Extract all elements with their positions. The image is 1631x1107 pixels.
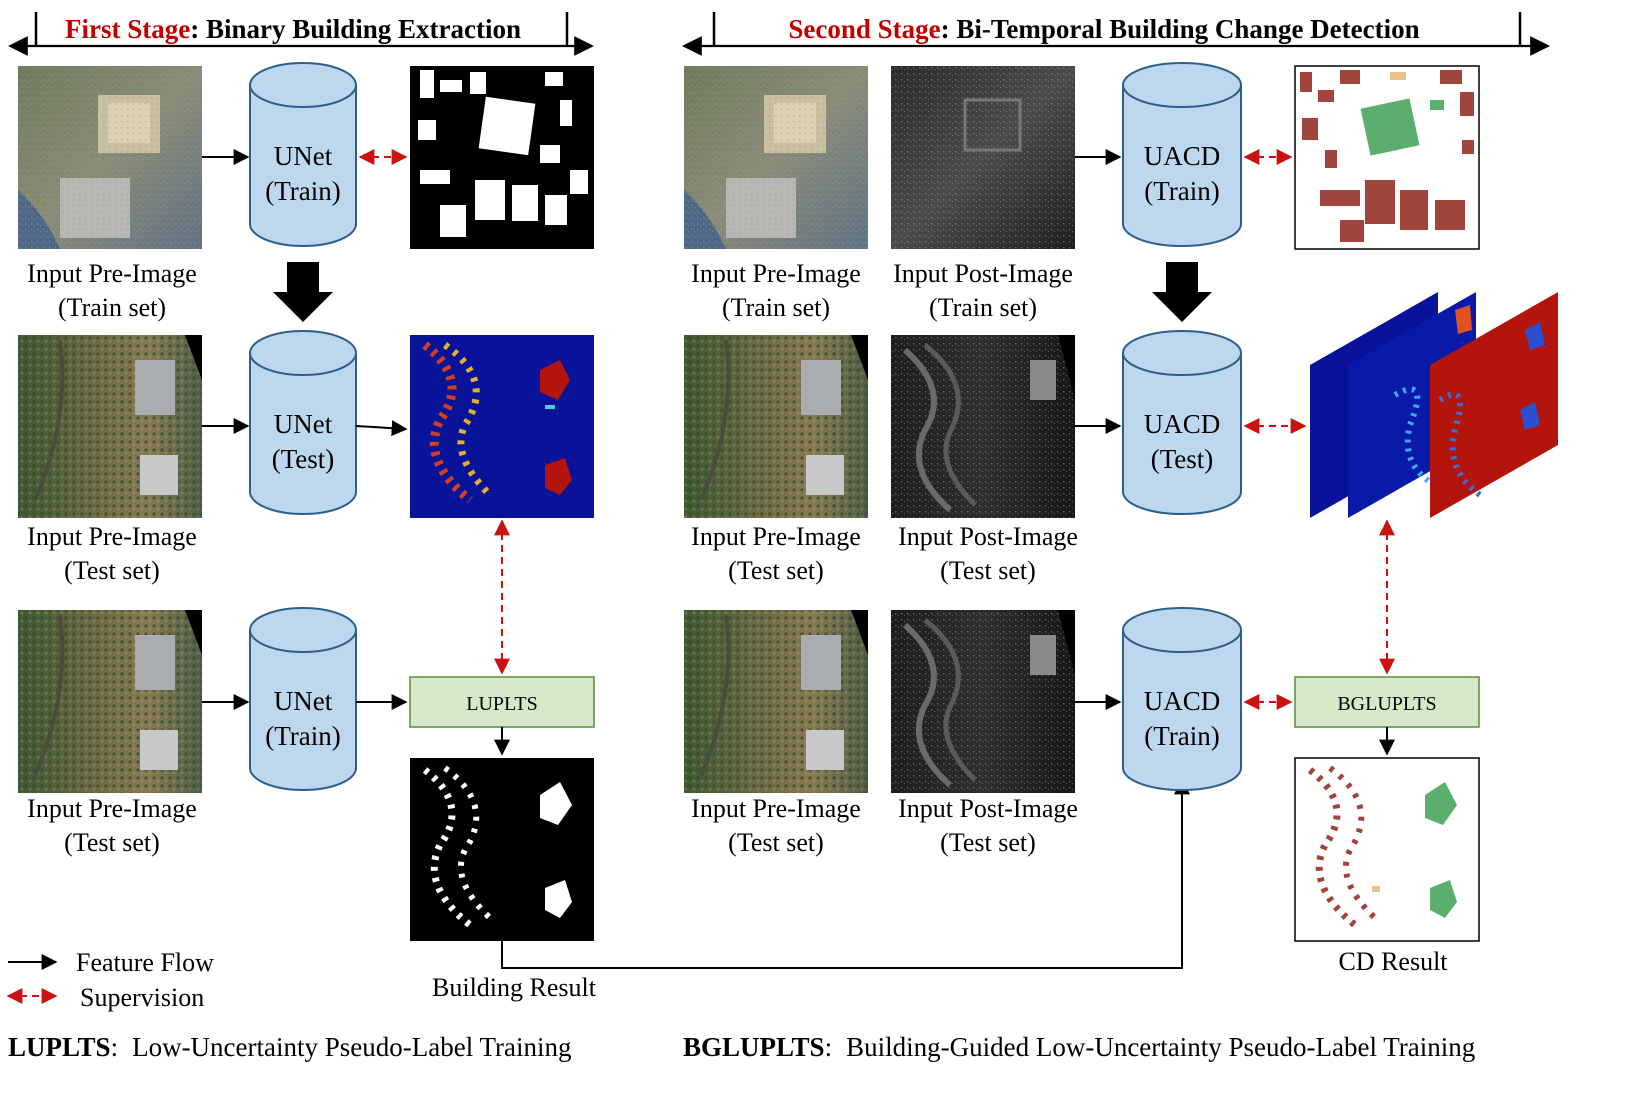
s2-pre-image-test-bottom-caption: Input Pre-Image (Test set) xyxy=(691,794,861,857)
svg-text:Second Stage: Bi-Temporal Buil: Second Stage: Bi-Temporal Building Chang… xyxy=(788,14,1419,44)
stage1-down-arrow xyxy=(273,262,333,322)
svg-text:Input Post-Image: Input Post-Image xyxy=(898,522,1078,551)
svg-text:Input Pre-Image: Input Pre-Image xyxy=(691,259,861,288)
uacd-train-bottom-mode: (Train) xyxy=(1144,721,1220,751)
legend-supervision-label: Supervision xyxy=(80,983,204,1012)
s1-binary-label-train xyxy=(410,66,594,249)
svg-text:Input Pre-Image: Input Pre-Image xyxy=(691,522,861,551)
svg-text:LUPLTS:Low-Uncertainty Pseudo-: LUPLTS:Low-Uncertainty Pseudo-Label Trai… xyxy=(8,1032,572,1062)
s2-change-label-train xyxy=(1294,65,1480,250)
definition-luplts: LUPLTS:Low-Uncertainty Pseudo-Label Trai… xyxy=(8,1032,572,1062)
svg-text:(Test set): (Test set) xyxy=(940,556,1036,585)
unet-test-cylinder: UNet (Test) xyxy=(249,330,357,515)
unet-train-bottom-cylinder: UNet (Train) xyxy=(249,607,357,791)
definition-bgluplts: BGLUPLTS:Building-Guided Low-Uncertainty… xyxy=(683,1032,1475,1062)
s1-pre-image-test xyxy=(18,335,202,518)
bgluplts-box: BGLUPLTS xyxy=(1294,676,1480,728)
svg-text:Input Post-Image: Input Post-Image xyxy=(898,794,1078,823)
svg-text:Input Pre-Image: Input Pre-Image xyxy=(27,522,197,551)
unet-train-top-mode: (Train) xyxy=(265,176,341,206)
stage2-down-arrow xyxy=(1152,262,1212,322)
svg-text:(Test set): (Test set) xyxy=(64,828,160,857)
uacd-test-mode: (Test) xyxy=(1151,444,1214,474)
svg-text:BGLUPLTS: BGLUPLTS xyxy=(1337,693,1436,715)
s1-pre-image-train xyxy=(18,66,202,249)
svg-text:(Train set): (Train set) xyxy=(722,293,830,322)
svg-text:(Train set): (Train set) xyxy=(58,293,166,322)
s2-post-image-test-bottom-caption: Input Post-Image (Test set) xyxy=(898,794,1078,857)
unet-train-bottom-name: UNet xyxy=(274,686,333,716)
stage1-title-rest: : Binary Building Extraction xyxy=(190,14,521,44)
s2-heatmap-stack xyxy=(1310,292,1558,518)
s1-pre-image-test-caption: Input Pre-Image (Test set) xyxy=(27,522,197,585)
svg-text:First Stage: Binary Building E: First Stage: Binary Building Extraction xyxy=(65,14,521,44)
svg-text:(Test set): (Test set) xyxy=(728,828,824,857)
svg-text:(Train set): (Train set) xyxy=(929,293,1037,322)
s2-post-image-test-caption: Input Post-Image (Test set) xyxy=(898,522,1078,585)
s2-post-image-train-caption: Input Post-Image (Train set) xyxy=(893,259,1073,322)
building-to-uacd-arrow xyxy=(501,778,1190,969)
cd-result-image xyxy=(1294,757,1480,942)
unet-test-name: UNet xyxy=(274,409,333,439)
uacd-train-top-name: UACD xyxy=(1144,141,1221,171)
s2-post-image-test xyxy=(891,335,1075,518)
uacd-train-bottom-cylinder: UACD (Train) xyxy=(1122,607,1242,791)
s1-pre-image-train-caption: Input Pre-Image (Train set) xyxy=(27,259,197,322)
stage1-title-colored: First Stage xyxy=(65,14,190,44)
s2-pre-image-test xyxy=(684,335,868,518)
svg-text:(Test set): (Test set) xyxy=(728,556,824,585)
uacd-test-name: UACD xyxy=(1144,409,1221,439)
stage2-title-colored: Second Stage xyxy=(788,14,940,44)
svg-text:(Test set): (Test set) xyxy=(64,556,160,585)
cd-result-caption: CD Result xyxy=(1338,947,1448,976)
s1-heatmap-test xyxy=(410,335,594,518)
s2-pre-image-test-bottom xyxy=(684,610,868,793)
s2-post-image-test-bottom xyxy=(891,610,1075,793)
stage2-header: Second Stage: Bi-Temporal Building Chang… xyxy=(682,12,1550,56)
stage2-title-rest: : Bi-Temporal Building Change Detection xyxy=(941,14,1420,44)
building-result-caption: Building Result xyxy=(432,973,597,1002)
uacd-train-top-cylinder: UACD (Train) xyxy=(1122,62,1242,247)
svg-text:Input Pre-Image: Input Pre-Image xyxy=(27,794,197,823)
luplts-box: LUPLTS xyxy=(409,676,595,728)
svg-text:BGLUPLTS:Building-Guided Low-U: BGLUPLTS:Building-Guided Low-Uncertainty… xyxy=(683,1032,1475,1062)
unet-train-bottom-mode: (Train) xyxy=(265,721,341,751)
s1-pre-image-test-bottom-caption: Input Pre-Image (Test set) xyxy=(27,794,197,857)
svg-text:(Test set): (Test set) xyxy=(940,828,1036,857)
s2-pre-image-train-caption: Input Pre-Image (Train set) xyxy=(691,259,861,322)
uacd-test-cylinder: UACD (Test) xyxy=(1122,330,1242,515)
legend-feature-flow-label: Feature Flow xyxy=(76,948,214,977)
svg-text:Input Post-Image: Input Post-Image xyxy=(893,259,1073,288)
uacd-train-top-mode: (Train) xyxy=(1144,176,1220,206)
svg-text:Input Pre-Image: Input Pre-Image xyxy=(691,794,861,823)
unet-train-top-cylinder: UNet (Train) xyxy=(249,62,357,247)
s2-pre-image-test-caption: Input Pre-Image (Test set) xyxy=(691,522,861,585)
s1-pre-image-test-bottom xyxy=(18,610,202,793)
uacd-train-bottom-name: UACD xyxy=(1144,686,1221,716)
svg-text:LUPLTS: LUPLTS xyxy=(466,693,538,715)
unet-test-mode: (Test) xyxy=(272,444,335,474)
s2-post-image-train xyxy=(891,66,1075,249)
unet-train-top-name: UNet xyxy=(274,141,333,171)
svg-text:Input Pre-Image: Input Pre-Image xyxy=(27,259,197,288)
legend: Feature Flow Supervision xyxy=(6,948,214,1012)
building-result-image xyxy=(410,758,594,941)
s2-pre-image-train xyxy=(684,66,868,249)
flow-arrow xyxy=(355,420,408,437)
stage1-header: First Stage: Binary Building Extraction xyxy=(8,12,594,56)
